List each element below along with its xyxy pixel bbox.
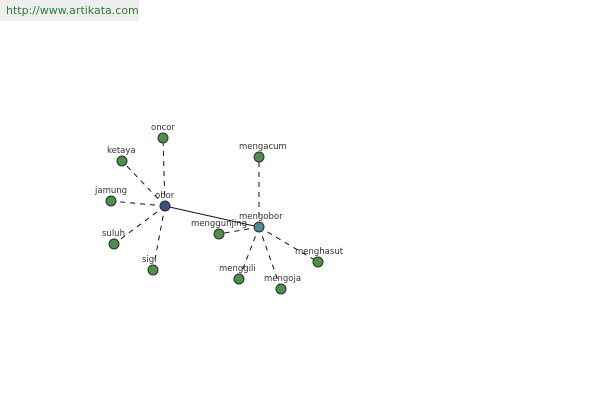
node-dot-jamung[interactable] <box>105 195 117 207</box>
edge-obor-mengobor <box>164 205 260 228</box>
node-sigi[interactable]: sigi <box>142 255 159 276</box>
node-label-mengobor: mengobor <box>239 212 283 222</box>
node-label-mengoja: mengoja <box>264 274 301 284</box>
node-label-jamung: jamung <box>94 186 127 196</box>
node-jamung[interactable]: jamung <box>94 186 127 207</box>
node-dot-oncor[interactable] <box>157 132 169 144</box>
node-label-sigi: sigi <box>142 255 157 265</box>
node-label-menggili: menggili <box>219 264 256 274</box>
nodes-layer: oncor ketaya jamung obor suluh sigi mengacum me… <box>94 123 344 295</box>
node-label-oncor: oncor <box>151 123 175 133</box>
edge-mengobor-mengoja <box>258 226 282 290</box>
node-label-obor: obor <box>155 191 175 201</box>
url-banner: http://www.artikata.com <box>0 0 139 21</box>
node-suluh[interactable]: suluh <box>102 229 125 250</box>
node-oncor[interactable]: oncor <box>151 123 175 144</box>
node-dot-menggili[interactable] <box>233 273 245 285</box>
node-mengoja[interactable]: mengoja <box>264 274 301 295</box>
node-mengacum[interactable]: mengacum <box>239 142 287 163</box>
node-dot-sigi[interactable] <box>147 264 159 276</box>
node-dot-menghasut[interactable] <box>312 256 324 268</box>
node-dot-menggunjing[interactable] <box>213 228 225 240</box>
edge-obor-ketaya <box>121 160 166 207</box>
node-ketaya[interactable]: ketaya <box>107 146 136 167</box>
node-label-menghasut: menghasut <box>295 247 344 257</box>
node-label-suluh: suluh <box>102 229 125 239</box>
node-menghasut[interactable]: menghasut <box>295 247 344 268</box>
edge-obor-jamung <box>110 200 166 207</box>
node-label-mengacum: mengacum <box>239 142 287 152</box>
node-dot-ketaya[interactable] <box>116 155 128 167</box>
node-dot-suluh[interactable] <box>108 238 120 250</box>
edge-mengobor-menghasut <box>258 226 319 263</box>
node-menggunjing[interactable]: menggunjing <box>191 219 247 240</box>
node-menggili[interactable]: menggili <box>219 264 256 285</box>
node-label-menggunjing: menggunjing <box>191 219 247 229</box>
node-dot-obor[interactable] <box>159 200 171 212</box>
node-obor[interactable]: obor <box>155 191 175 212</box>
node-dot-mengacum[interactable] <box>253 151 265 163</box>
edge-obor-suluh <box>113 205 166 245</box>
edges-layer <box>110 137 319 290</box>
node-dot-mengobor[interactable] <box>253 221 265 233</box>
site-url[interactable]: http://www.artikata.com <box>6 4 139 17</box>
node-label-ketaya: ketaya <box>107 146 136 156</box>
edge-mengobor-menggunjing <box>218 226 260 235</box>
edge-obor-oncor <box>162 137 166 207</box>
node-mengobor[interactable]: mengobor <box>239 212 283 233</box>
node-dot-mengoja[interactable] <box>275 283 287 295</box>
edge-obor-sigi <box>152 205 166 271</box>
